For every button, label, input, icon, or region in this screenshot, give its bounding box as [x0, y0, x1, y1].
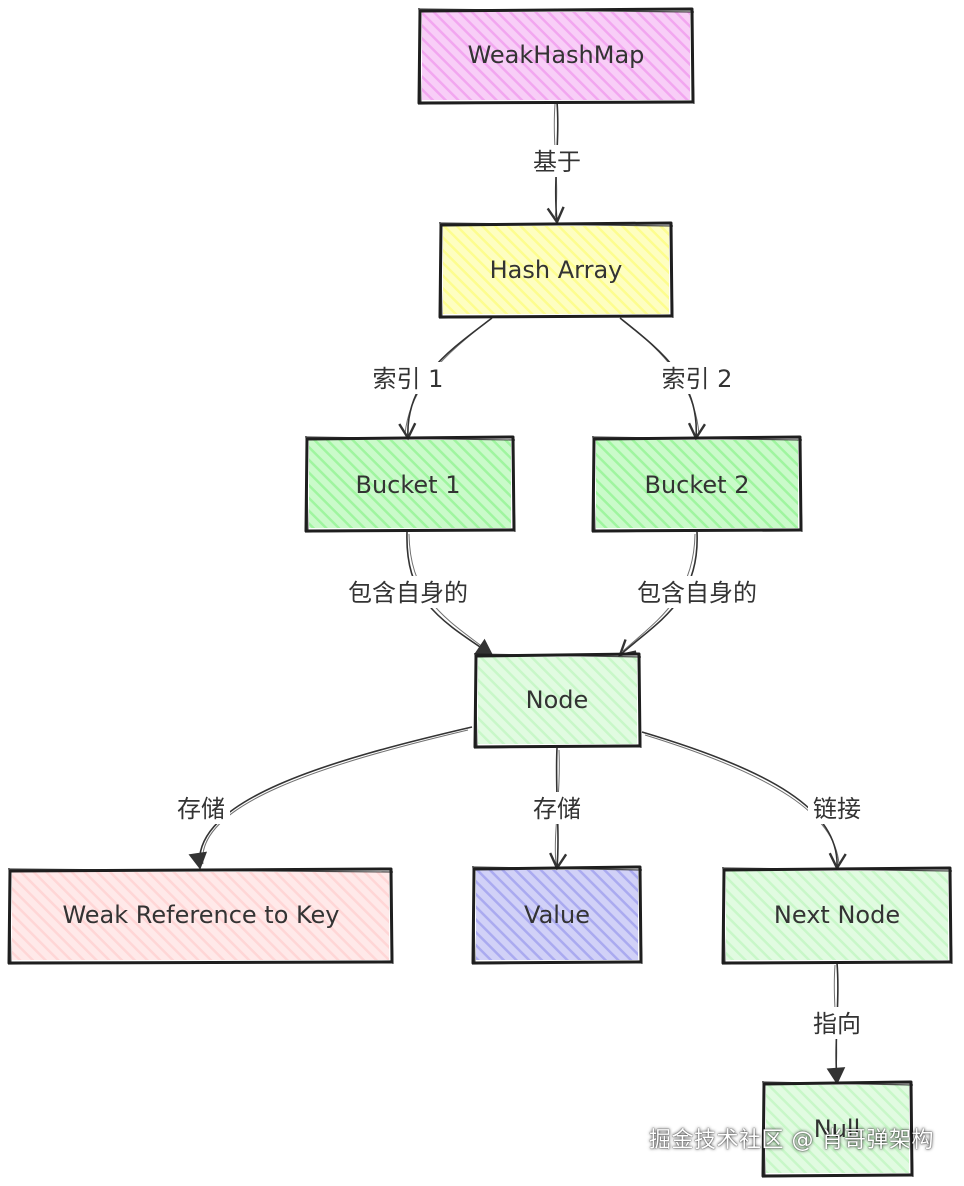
svg-text:Bucket 1: Bucket 1 — [356, 471, 461, 499]
edge-label-based-on: 基于 — [527, 145, 587, 177]
svg-text:包含自身的: 包含自身的 — [637, 579, 757, 607]
edge-label-contains-1: 包含自身的 — [342, 576, 474, 608]
edge-label-points-to: 指向 — [808, 1007, 866, 1039]
svg-text:链接: 链接 — [813, 795, 861, 823]
svg-text:Null: Null — [814, 1115, 861, 1143]
svg-text:指向: 指向 — [813, 1010, 861, 1038]
edge-label-store-2: 存储 — [528, 792, 586, 824]
svg-text:存储: 存储 — [177, 795, 225, 823]
svg-text:存储: 存储 — [533, 795, 581, 823]
node-next-node: Next Node — [721, 866, 953, 965]
node-weakhashmap: WeakHashMap — [417, 7, 695, 105]
svg-text:Value: Value — [524, 901, 590, 929]
edge-label-store-1: 存储 — [172, 792, 230, 824]
svg-text:索引 2: 索引 2 — [662, 365, 733, 393]
svg-text:Hash Array: Hash Array — [490, 256, 623, 284]
node-bucket-2: Bucket 2 — [591, 435, 803, 533]
node-hash-array: Hash Array — [438, 221, 674, 319]
svg-text:WeakHashMap: WeakHashMap — [468, 41, 645, 69]
svg-text:Next Node: Next Node — [774, 901, 900, 929]
node-null: Null — [761, 1080, 914, 1178]
node-value: Value — [471, 865, 643, 965]
edge-node-nextnode — [641, 731, 847, 871]
svg-text:Node: Node — [526, 686, 589, 714]
node-weak-reference: Weak Reference to Key — [7, 867, 394, 965]
edge-label-contains-2: 包含自身的 — [631, 576, 763, 608]
edge-label-link: 链接 — [808, 792, 866, 824]
node-node: Node — [473, 652, 642, 749]
edge-label-index-1: 索引 1 — [367, 362, 449, 394]
watermark: 掘金技术社区 @ 肖哥弹架构 — [649, 1128, 934, 1153]
node-bucket-1: Bucket 1 — [304, 435, 516, 533]
svg-text:Weak Reference to Key: Weak Reference to Key — [62, 901, 339, 929]
svg-text:包含自身的: 包含自身的 — [348, 579, 468, 607]
svg-text:Bucket 2: Bucket 2 — [645, 471, 750, 499]
svg-text:基于: 基于 — [533, 148, 581, 176]
edge-label-index-2: 索引 2 — [656, 362, 738, 394]
edge-node-weakref — [188, 726, 473, 870]
svg-text:索引 1: 索引 1 — [373, 365, 444, 393]
